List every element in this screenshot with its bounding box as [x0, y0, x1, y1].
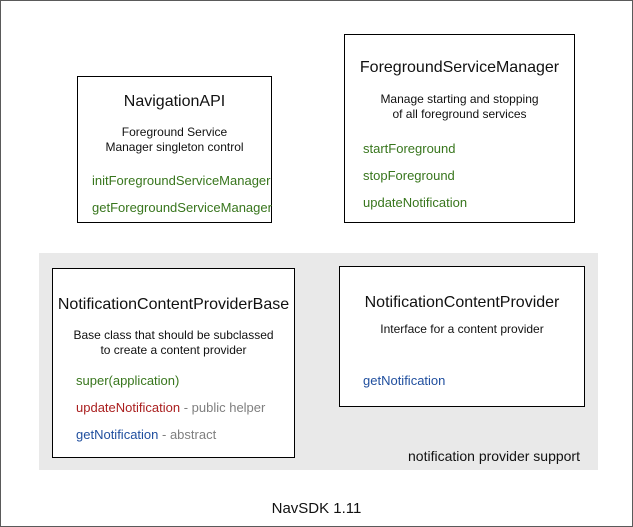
- method-update-notification: updateNotification - public helper: [76, 401, 294, 415]
- method-start-foreground: startForeground: [363, 142, 574, 156]
- method-update-notification: updateNotification: [363, 196, 574, 210]
- method-init-foreground-service-manager: initForegroundServiceManager: [92, 174, 271, 188]
- class-title-foreground-service-manager: ForegroundServiceManager: [359, 59, 560, 76]
- method-stop-foreground: stopForeground: [363, 169, 574, 183]
- method-label: super(application): [76, 373, 180, 388]
- method-super-application: super(application): [76, 374, 294, 388]
- method-label: initForegroundServiceManager: [92, 173, 271, 188]
- class-title-notification-content-provider-base: NotificationContentProviderBase: [57, 296, 290, 313]
- method-suffix: - public helper: [180, 400, 266, 415]
- diagram-title: NavSDK 1.11: [271, 500, 362, 517]
- method-list: super(application) updateNotification - …: [53, 374, 294, 442]
- class-box-notification-content-provider: NotificationContentProvider Interface fo…: [339, 266, 585, 407]
- class-title-navigation-api: NavigationAPI: [123, 93, 226, 110]
- method-get-notification: getNotification - abstract: [76, 428, 294, 442]
- method-label: startForeground: [363, 141, 456, 156]
- method-get-foreground-service-manager: getForegroundServiceManager: [92, 200, 272, 215]
- method-label: getForegroundServiceManager: [92, 200, 272, 215]
- method-list: initForegroundServiceManager getForegrou…: [78, 174, 272, 215]
- class-box-navigation-api: NavigationAPI Foreground Service Manager…: [77, 76, 272, 223]
- method-list: startForeground stopForeground updateNot…: [345, 142, 574, 210]
- method-label: getNotification: [363, 373, 446, 388]
- class-box-foreground-service-manager: ForegroundServiceManager Manage starting…: [344, 34, 575, 223]
- method-list: getNotification: [340, 374, 584, 388]
- class-title-notification-content-provider: NotificationContentProvider: [364, 294, 560, 311]
- method-label: updateNotification: [363, 195, 468, 210]
- class-description: Manage starting and stopping of all fore…: [380, 92, 539, 121]
- class-box-notification-content-provider-base: NotificationContentProviderBase Base cla…: [52, 268, 295, 458]
- region-label: notification provider support: [408, 448, 580, 464]
- class-description: Foreground Service Manager singleton con…: [105, 125, 244, 154]
- class-description: Base class that should be subclassed to …: [73, 328, 274, 357]
- method-suffix: - abstract: [158, 427, 217, 442]
- class-description: Interface for a content provider: [380, 322, 544, 336]
- method-label: getNotification: [76, 427, 159, 442]
- method-get-notification: getNotification: [363, 374, 584, 388]
- method-label: updateNotification: [76, 400, 181, 415]
- method-label: stopForeground: [363, 168, 455, 183]
